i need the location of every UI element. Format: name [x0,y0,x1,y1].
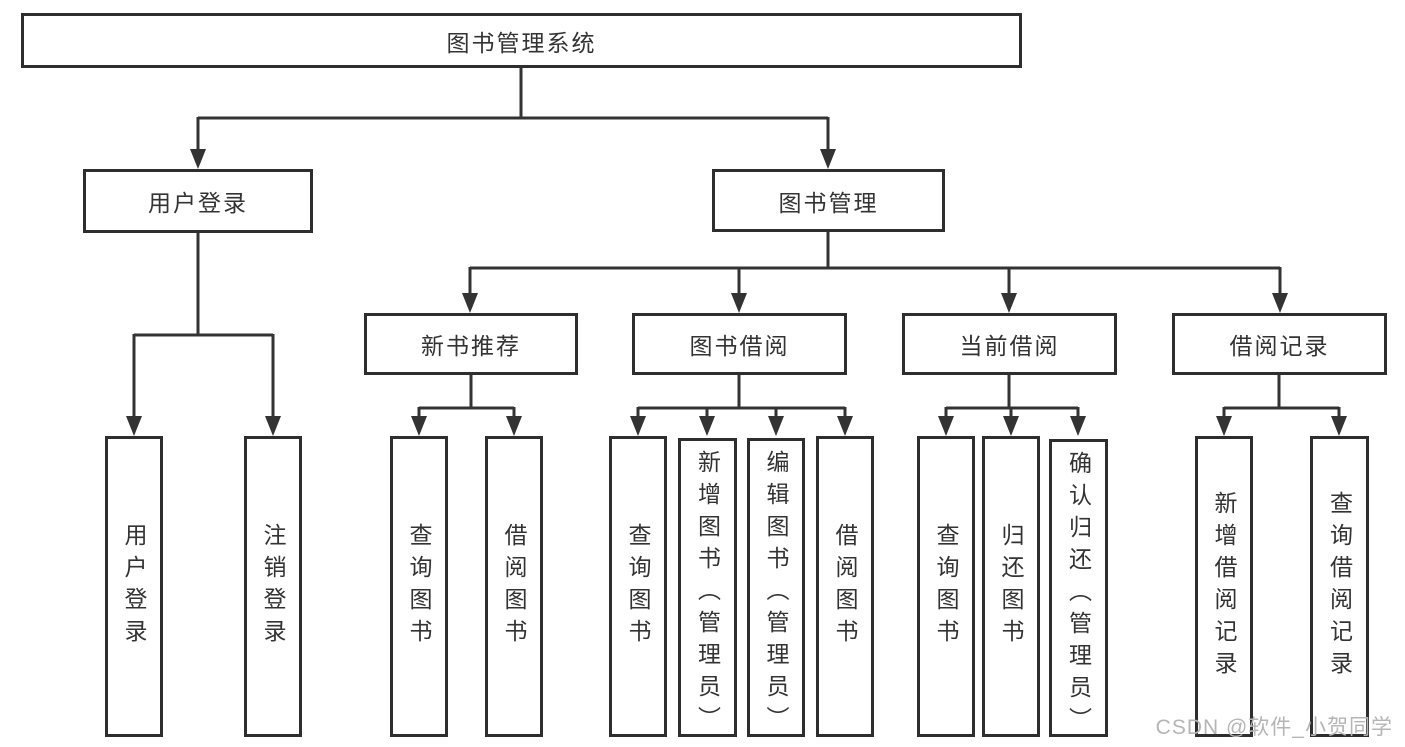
connector-root-to-level2 [196,68,830,152]
node-label: 借阅图书 [832,522,858,651]
leaf-logout-login: 注销登录 [244,436,302,737]
arrowheads [126,149,1347,436]
node-label: 用户登录 [148,190,248,216]
node-label: 借阅记录 [1229,333,1330,359]
node-label: 新增图书（管理员） [694,450,721,738]
leaf-record-add-borrow-record: 新增借阅记录 [1195,436,1253,737]
leaf-newbook-borrow-book: 借阅图书 [485,436,543,737]
node-borrow-records: 借阅记录 [1172,313,1387,375]
node-label: 编辑图书（管理员） [763,450,789,738]
leaf-borrow-edit-book-admin: 编辑图书（管理员） [747,438,805,738]
connector-userlogin-to-leaves [132,233,275,419]
node-label: 图书借阅 [689,333,790,359]
node-label: 查询借阅记录 [1326,490,1353,683]
node-book-borrow: 图书借阅 [632,313,847,375]
node-label: 图书管理 [778,189,879,216]
leaf-current-confirm-return-admin: 确认归还（管理员） [1049,439,1108,739]
leaf-borrow-add-book-admin: 新增图书（管理员） [678,438,737,738]
node-label: 查询图书 [933,522,959,651]
node-new-book-recommend: 新书推荐 [364,313,578,375]
connector-borrowrecord-to-leaves [1222,375,1341,419]
node-label: 借阅图书 [501,522,527,651]
node-label: 查询图书 [406,522,432,651]
leaf-borrow-query-book: 查询图书 [609,436,667,737]
csdn-watermark: CSDN @软件_小贺同学 [1155,716,1393,739]
node-book-management: 图书管理 [712,169,945,232]
connector-bookmgmt-to-level3 [468,232,1282,296]
connector-bookborrow-to-leaves [636,375,847,419]
leaf-user-login: 用户登录 [105,436,163,737]
leaf-current-return-book: 归还图书 [982,436,1040,737]
connector-currentborrow-to-leaves [944,375,1080,419]
node-label: 确认归还（管理员） [1065,451,1092,739]
node-label: 新书推荐 [421,333,521,359]
node-label: 用户登录 [121,522,147,651]
leaf-record-query-borrow-record: 查询借阅记录 [1310,436,1369,737]
node-current-borrow: 当前借阅 [902,313,1117,375]
node-user-login: 用户登录 [83,169,313,233]
leaf-newbook-query-book: 查询图书 [390,436,448,737]
leaf-borrow-borrow-book: 借阅图书 [816,436,874,737]
node-label: 查询图书 [625,522,651,651]
node-label: 归还图书 [998,522,1024,651]
node-root-library-system: 图书管理系统 [21,13,1022,68]
leaf-current-query-book: 查询图书 [917,436,975,737]
node-label: 新增借阅记录 [1211,490,1237,683]
node-label: 注销登录 [260,522,286,651]
node-label: 当前借阅 [959,333,1060,359]
connector-newbook-to-leaves [417,375,516,419]
node-label: 图书管理系统 [446,29,597,56]
